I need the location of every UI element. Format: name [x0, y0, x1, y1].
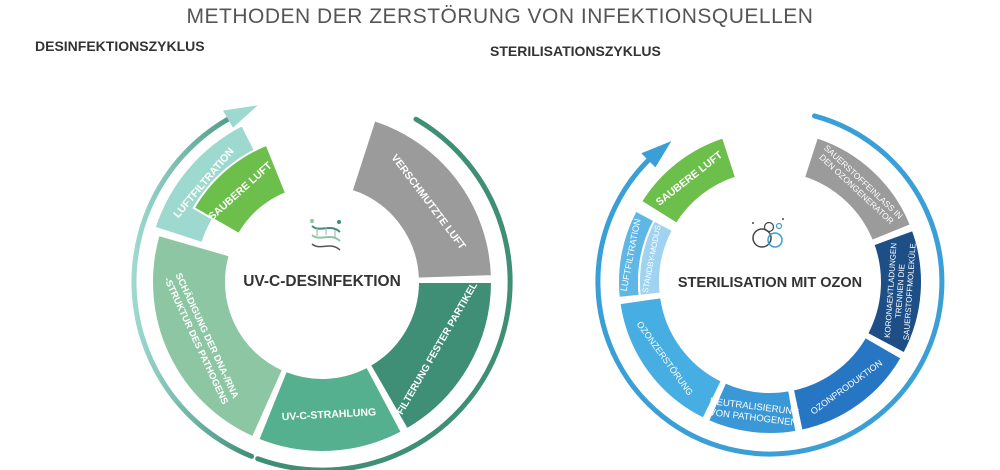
disinfection-cycle-arrow-right [255, 116, 513, 470]
segment-standby-modus [638, 219, 675, 297]
segment-verschmutzte-luft [350, 119, 493, 280]
sterilization-cycle: SAUBERE LUFT SAUERSTOFFEINLASS INDEN OZO… [595, 113, 945, 457]
disinfection-center-label: UV-C-DESINFEKTION [243, 273, 401, 290]
disinfection-cycle: LUFTFILTRATION SAUBERE LUFT VERSCHMUTZTE… [131, 105, 513, 470]
ozone-bubbles-icon [752, 218, 784, 248]
sterilization-cycle-heading: STERILISATIONSZYKLUS [490, 43, 661, 59]
page-title: METHODEN DER ZERSTÖRUNG VON INFEKTIONSQU… [186, 5, 814, 28]
disinfection-arrow-head [223, 105, 258, 128]
segment-ozonproduktion [791, 335, 903, 432]
segment-koronaentladungen [865, 228, 923, 355]
segment-saubere-luft [639, 136, 738, 226]
dna-icon [310, 219, 341, 251]
segment-schaedigung-dna [151, 233, 285, 439]
segment-neutralisierung [706, 381, 798, 435]
disinfection-cycle-heading: DESINFEKTIONSZYKLUS [35, 38, 205, 54]
disinfection-cycle-arrow [131, 109, 255, 459]
segment-saubere-luft [192, 143, 288, 236]
sterilization-arrow-head [641, 141, 672, 168]
segment-uv-c-strahlung [256, 365, 404, 453]
sterilization-cycle-arrow [595, 113, 945, 457]
sterilization-center-label: STERILISATION MIT OZON [678, 275, 862, 291]
segment-label-uv-c-strahlung: UV-C-STRAHLUNG [281, 406, 376, 423]
segment-filterung-fester-partikel [368, 281, 494, 431]
segment-ozonzerstoerung [618, 296, 724, 420]
segment-sauerstoffeinlass [802, 136, 913, 243]
